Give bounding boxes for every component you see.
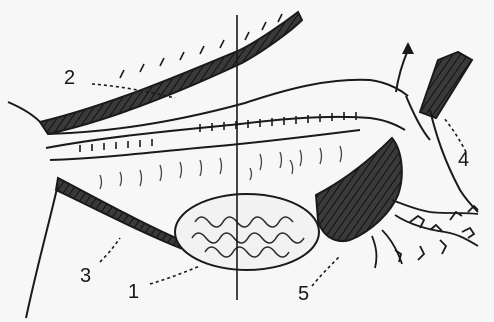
inner-texture [100, 146, 342, 189]
arrow-up [396, 42, 414, 92]
label-4: 4 [458, 149, 469, 171]
cilia-marks [80, 14, 356, 152]
upper-dark-band [8, 12, 302, 134]
label-3: 3 [80, 265, 91, 287]
label-1: 1 [128, 281, 139, 303]
right-dark-mass [316, 138, 402, 241]
label-5: 5 [298, 283, 309, 305]
diagonal-bar [406, 52, 478, 212]
label-2: 2 [64, 67, 75, 89]
lower-dark-band [26, 178, 180, 318]
oval-body [175, 194, 319, 270]
